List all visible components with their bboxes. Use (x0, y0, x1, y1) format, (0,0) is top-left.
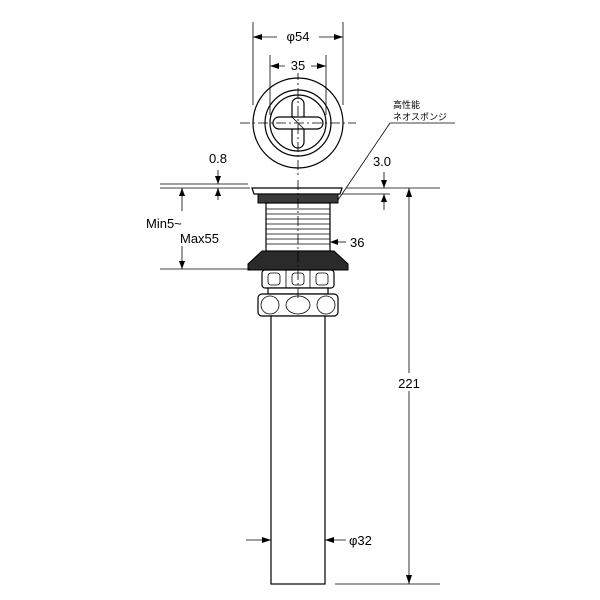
dim-inner-width: 35 (269, 55, 327, 115)
dim-gap: 3.0 (373, 154, 391, 210)
dim-counter-range: Min5~ Max55 (146, 188, 219, 269)
dim-range-min-label: Min5~ (146, 216, 182, 231)
annotation-line1: 高性能 (393, 99, 420, 111)
side-view (247, 180, 349, 585)
tail-pipe (270, 315, 326, 585)
cap-flange (251, 187, 343, 195)
dim-cap-thickness-label: 0.8 (209, 151, 227, 166)
annotation-line2: ネオスポンジ (393, 112, 447, 123)
sponge-annotation: 高性能 ネオスポンジ (337, 99, 455, 201)
dim-thread-label: 36 (350, 235, 364, 250)
dim-pipe-diameter: φ32 (246, 533, 372, 548)
dim-pipe-diameter-label: φ32 (349, 533, 372, 548)
dim-thread: 36 (330, 235, 364, 250)
dim-outer-diameter-label: φ54 (287, 29, 310, 44)
dim-inner-width-label: 35 (291, 58, 305, 73)
dim-total-length-label: 221 (398, 376, 420, 391)
dim-range-max-label: Max55 (180, 231, 219, 246)
dim-gap-label: 3.0 (373, 154, 391, 169)
top-view (240, 70, 356, 176)
dim-outer-diameter: φ54 (252, 22, 344, 105)
dim-cap-thickness: 0.8 (209, 151, 227, 200)
dim-total-length: 221 (393, 188, 425, 584)
